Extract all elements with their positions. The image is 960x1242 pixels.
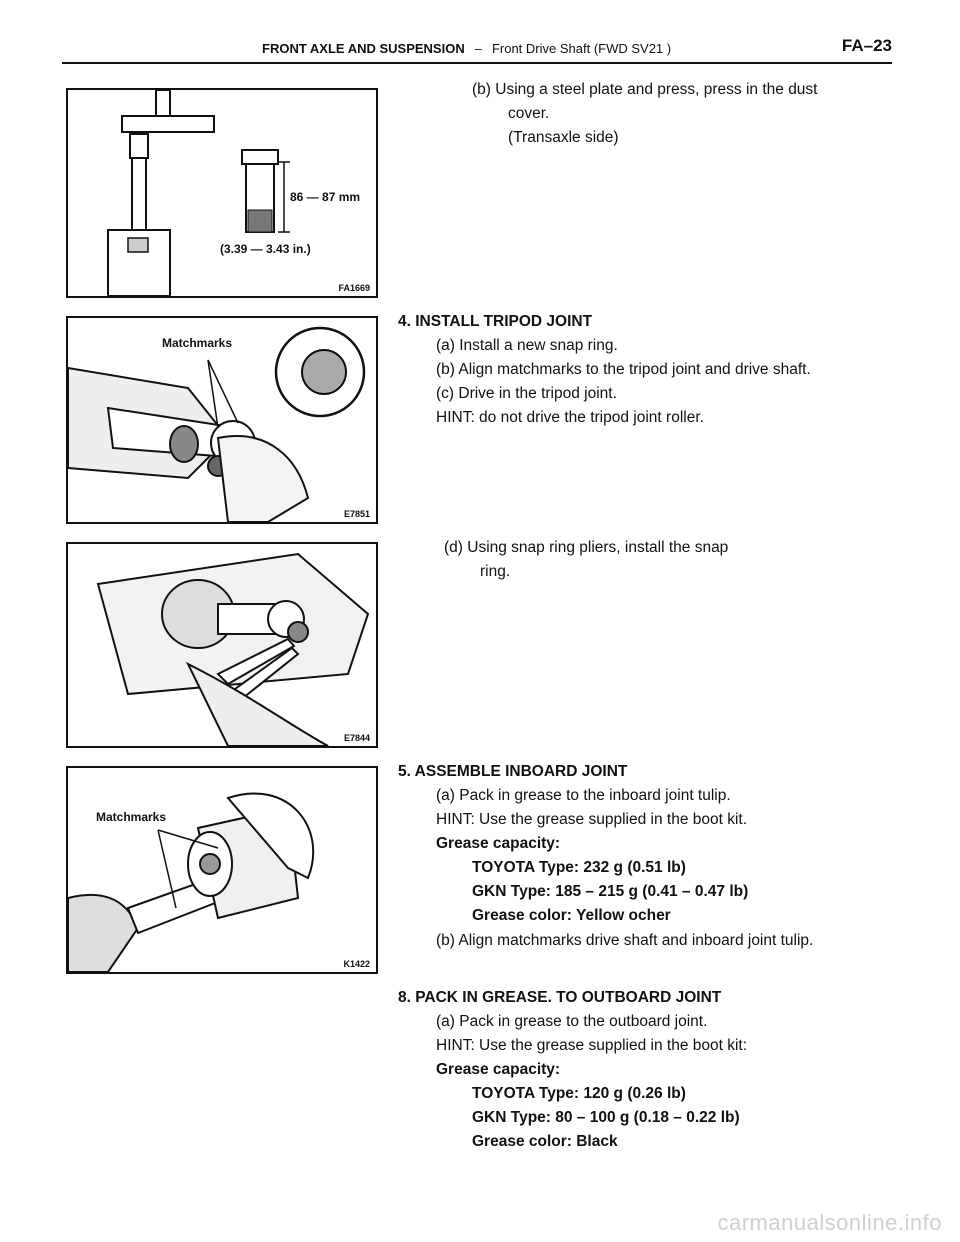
grease-toyota: TOYOTA Type: 232 g (0.51 lb) [472, 859, 686, 876]
step-title: 8. PACK IN GREASE. TO OUTBOARD JOINT [398, 989, 722, 1006]
grease-gkn: GKN Type: 185 – 215 g (0.41 – 0.47 lb) [472, 883, 749, 900]
figure-code: FA1669 [338, 283, 370, 293]
step-text: (a) Install a new snap ring. [436, 337, 618, 354]
grease-capacity-label: Grease capacity: [436, 1061, 561, 1078]
page-header: FRONT AXLE AND SUSPENSION–Front Drive Sh… [62, 22, 892, 64]
pliers-illustration [96, 552, 370, 746]
figure-label-matchmarks: Matchmarks [96, 810, 167, 824]
step-text: (b) Align matchmarks to the tripod joint… [436, 361, 811, 378]
header-separator: – [474, 41, 482, 56]
figure-dust-cover-press: 86 — 87 mm (3.39 — 3.43 in.) FA1669 [66, 88, 378, 298]
step-hint: HINT: Use the grease supplied in the boo… [436, 1037, 748, 1054]
figure-inboard-joint: Matchmarks K1422 [66, 766, 378, 974]
press-illustration [107, 90, 290, 296]
step-title: 5. ASSEMBLE INBOARD JOINT [398, 763, 628, 780]
figure-dimension-mm: 86 — 87 mm [290, 190, 361, 204]
step-hint: HINT: Use the grease supplied in the boo… [436, 811, 748, 828]
grease-capacity-label: Grease capacity: [436, 835, 561, 852]
step-title: 4. INSTALL TRIPOD JOINT [398, 313, 593, 330]
step-text: (c) Drive in the tripod joint. [436, 385, 617, 402]
step-text: (d) Using snap ring pliers, install the … [444, 539, 729, 556]
header-subsection: Front Drive Shaft (FWD SV21 ) [491, 41, 672, 56]
figure-code: E7844 [343, 733, 370, 743]
step-text: (b) Using a steel plate and press, press… [472, 81, 818, 98]
figure-code: E7851 [343, 509, 370, 519]
figure-code: K1422 [343, 959, 370, 969]
header-title: FRONT AXLE AND SUSPENSION–Front Drive Sh… [262, 41, 671, 56]
grease-color: Grease color: Yellow ocher [472, 907, 671, 924]
step-text: ring. [480, 563, 511, 580]
step-text: (a) Pack in grease to the inboard joint … [436, 787, 731, 804]
watermark: carmanualsonline.info [717, 1210, 942, 1235]
step-hint: HINT: do not drive the tripod joint roll… [436, 409, 704, 426]
figure-label-matchmarks: Matchmarks [162, 336, 233, 350]
step-note: (Transaxle side) [508, 129, 619, 146]
step-text: (a) Pack in grease to the outboard joint… [436, 1013, 708, 1030]
grease-color: Grease color: Black [472, 1133, 618, 1150]
tripod-illustration [68, 326, 366, 522]
figure-dimension-in: (3.39 — 3.43 in.) [220, 242, 311, 256]
grease-gkn: GKN Type: 80 – 100 g (0.18 – 0.22 lb) [472, 1109, 740, 1126]
header-section: FRONT AXLE AND SUSPENSION [262, 41, 465, 56]
grease-toyota: TOYOTA Type: 120 g (0.26 lb) [472, 1085, 686, 1102]
step-text: cover. [508, 105, 550, 122]
figure-tripod-joint: Matchmarks E7851 [66, 316, 378, 524]
page-number: FA–23 [841, 36, 892, 55]
step-text: (b) Align matchmarks drive shaft and inb… [436, 932, 814, 949]
inboard-illustration [68, 792, 315, 972]
figure-snap-ring-pliers: E7844 [66, 542, 378, 748]
